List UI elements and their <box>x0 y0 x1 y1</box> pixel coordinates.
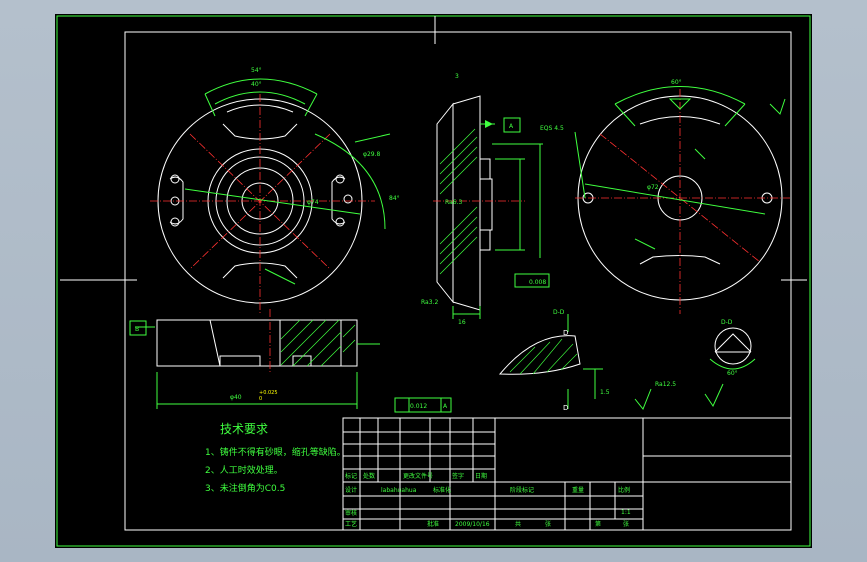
tb-page: 第 <box>595 520 601 528</box>
tb-sign: 签字 <box>452 472 464 480</box>
section-mark-top: D <box>563 329 568 337</box>
title-block <box>342 417 792 531</box>
section-view-middle <box>433 95 543 319</box>
tb-scale: 比例 <box>618 486 630 494</box>
datum-b-label: B <box>135 326 139 333</box>
tb-standard: 标准化 <box>433 486 451 494</box>
perp-datum: A <box>443 403 448 410</box>
flatness-frame <box>514 273 550 288</box>
tb-marks: 标记 <box>345 472 357 480</box>
dim-top-angle-outer: 54° <box>251 67 262 74</box>
side-view-bottom <box>135 309 380 409</box>
tb-count: 处数 <box>363 472 375 480</box>
rough-ra32: Ra3.2 <box>421 299 438 306</box>
tb-approve-date: 2009/10/16 <box>455 521 490 528</box>
section-dd <box>498 314 652 410</box>
datum-a-label: A <box>509 123 514 130</box>
tech-req-1: 1、铸件不得有砂眼，缩孔等缺陷。 <box>205 446 346 458</box>
rough-ra63: Ra6.3 <box>445 199 462 206</box>
tb-designer: 设计 <box>345 486 357 494</box>
dim-right-angle: 60° <box>671 79 682 86</box>
tb-sheet-unit-1: 张 <box>545 520 551 528</box>
dim-chamfer: 3 <box>455 73 459 80</box>
front-view-right <box>574 86 790 314</box>
tb-total: 共 <box>515 520 521 528</box>
dim-15: 1.5 <box>600 389 610 396</box>
tech-req-title: 技术要求 <box>220 422 268 436</box>
tolerance-lower: 0 <box>259 396 262 402</box>
section-label: D-D <box>553 309 565 316</box>
dim-d72: φ72 <box>647 184 659 191</box>
dim-len-16: 16 <box>458 319 466 326</box>
tb-sheet-unit-2: 张 <box>623 520 629 528</box>
dim-detail-angle: 60° <box>727 370 738 377</box>
tolerance-upper: +0.025 <box>259 390 278 396</box>
dim-bore: φ40 <box>230 394 242 401</box>
drawing-sheet[interactable]: 54° 40° 84° φ29.8 φ74 <box>55 14 812 548</box>
perp-frame <box>394 397 452 413</box>
rough-ra125: Ra12.5 <box>655 381 676 388</box>
tb-approve: 批准 <box>427 520 439 528</box>
tech-req-3: 3、未注倒角为C0.5 <box>205 482 285 494</box>
dim-side-angle: 84° <box>389 195 400 202</box>
tb-weight: 重量 <box>572 486 584 494</box>
detail-label: D-D <box>721 319 733 326</box>
tb-change-doc: 更改文件号 <box>403 472 433 480</box>
tb-designer-name: labahuahua <box>381 487 417 494</box>
flatness-value: 0.008 <box>529 279 546 286</box>
datum-b-box <box>129 320 147 336</box>
drawing-canvas[interactable]: 54° 40° 84° φ29.8 φ74 <box>55 14 812 548</box>
tb-scale-value: 1:1 <box>621 509 631 516</box>
tb-stage: 阶段标记 <box>510 486 534 494</box>
tb-process: 工艺 <box>345 520 357 528</box>
outer-frame <box>56 15 811 547</box>
dim-eqs: EQS 4.5 <box>540 125 564 132</box>
datum-a-box <box>503 117 521 133</box>
front-view-left <box>150 78 391 314</box>
dim-d29: φ29.8 <box>363 151 381 158</box>
dim-d74: φ74 <box>307 199 319 206</box>
tech-req-2: 2、人工时效处理。 <box>205 464 283 476</box>
section-mark-bottom: D <box>563 404 568 412</box>
tb-review: 审核 <box>345 509 357 517</box>
perp-value: 0.012 <box>410 403 427 410</box>
tb-date: 日期 <box>475 472 487 480</box>
dim-top-angle-inner: 40° <box>251 81 262 88</box>
detail-view <box>704 327 756 408</box>
